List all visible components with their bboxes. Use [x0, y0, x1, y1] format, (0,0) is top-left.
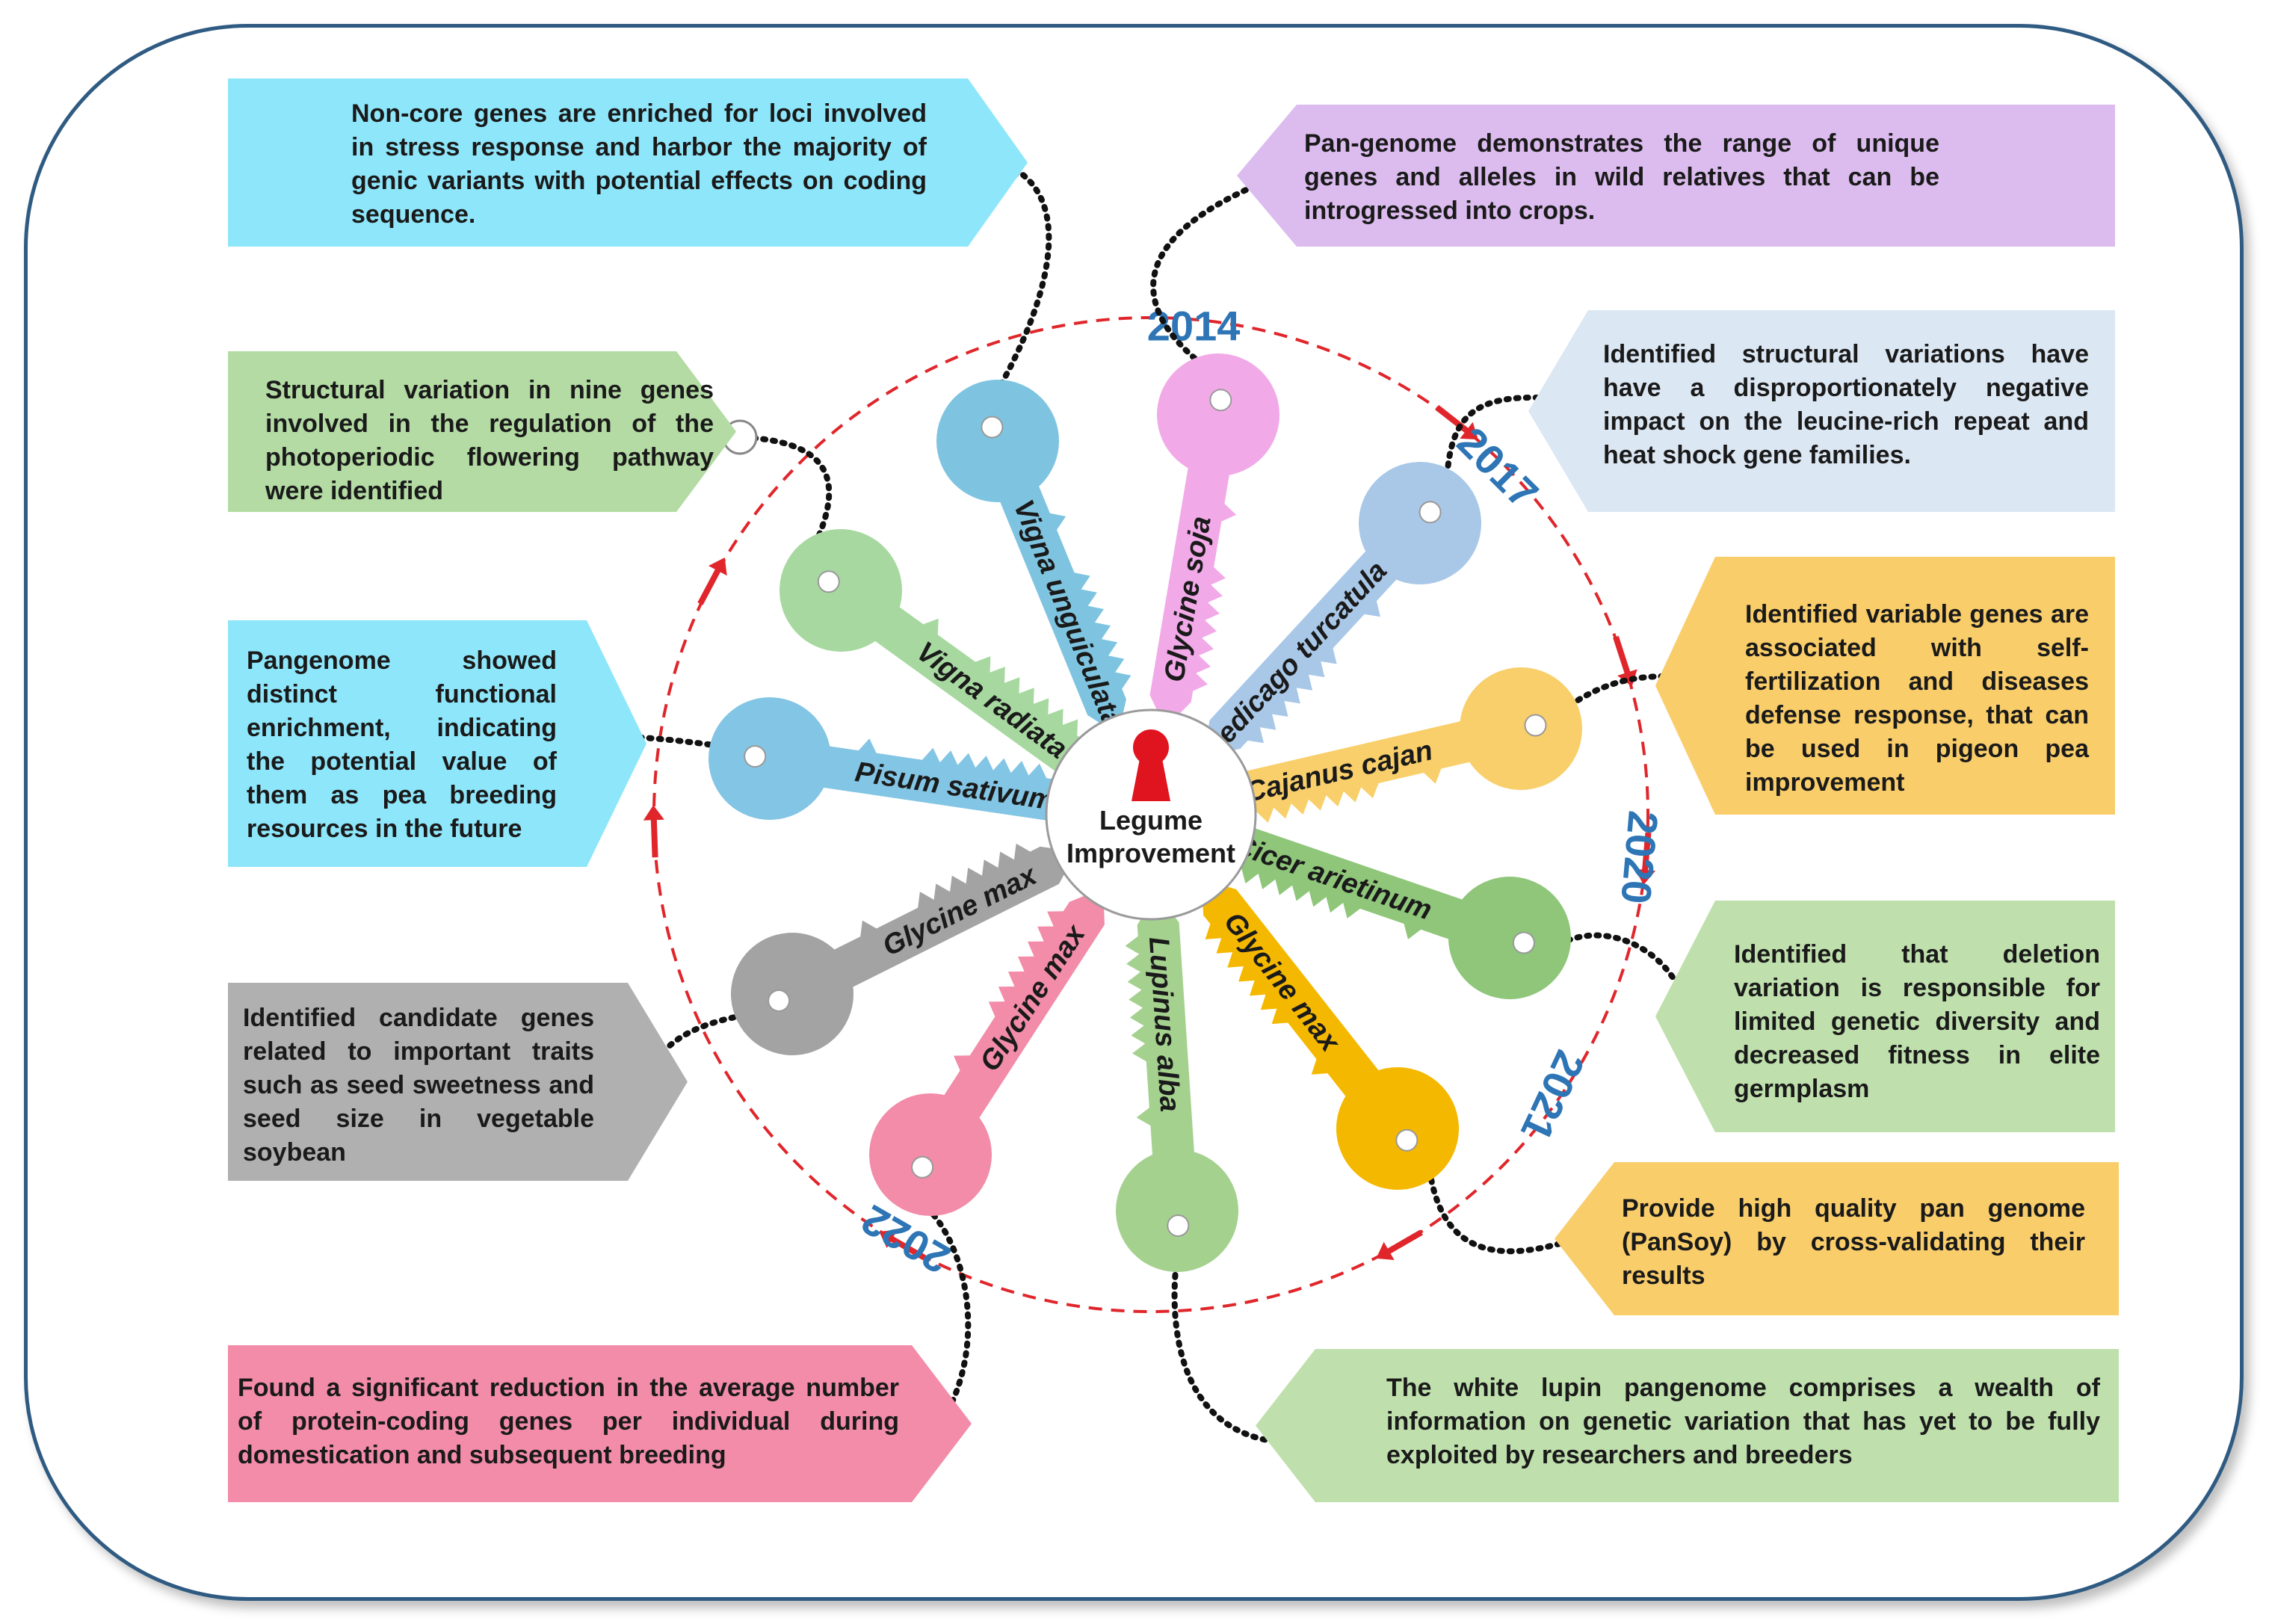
callout-box [1528, 310, 2115, 512]
callout-text-pansoy: Provide high quality pan genome (PanSoy)… [1622, 1194, 2085, 1290]
key-hole [817, 570, 840, 593]
center-label-legume: Legume [1099, 805, 1203, 836]
callout-text-vegetable-soybean: Identified candidate genes related to im… [243, 1004, 594, 1167]
key-hole [744, 745, 767, 768]
key-label-glycine-max-yellow: Glycine max [1217, 907, 1347, 1058]
year-label-2020: 2020 [1612, 809, 1667, 906]
callout-text-pea-breeding: Pangenome showed distinct functional enr… [247, 646, 557, 843]
callout-box [1655, 901, 2115, 1132]
key-hole [1512, 931, 1535, 954]
callout-box [228, 983, 688, 1181]
callout-box [1655, 557, 2115, 815]
key-hole [1418, 501, 1442, 524]
callout-box [228, 78, 1028, 247]
key-hole [981, 416, 1004, 439]
timeline-arrow [1634, 832, 1656, 885]
timeline-ring [652, 316, 1649, 1313]
keyhole-icon [1132, 729, 1170, 801]
timeline-arrow [1435, 404, 1478, 440]
timeline-arrow [1376, 1229, 1423, 1261]
timeline-arrow [643, 805, 664, 858]
callout-box [1555, 1162, 2119, 1315]
callout-box [228, 1345, 972, 1502]
key-hole [768, 989, 791, 1012]
dotted-connector [1171, 1253, 1311, 1446]
center-circle [1045, 708, 1257, 921]
key-label-glycine-max-gray: Glycine max [878, 859, 1043, 963]
year-label-2021: 2021 [1512, 1044, 1594, 1149]
dotted-connector [909, 1193, 972, 1430]
key-hole [1524, 714, 1547, 737]
key-hole [1395, 1129, 1418, 1152]
callout-text-pigeon-pea: Identified variable genes are associated… [1745, 600, 2089, 797]
callout-text-leucine-rich: Identified structural variations have ha… [1603, 340, 2089, 469]
key-lupinus-alba: Lupinus alba [1095, 889, 1243, 1276]
key-label-medicago-turcatula: Medicago turcatula [1194, 555, 1393, 767]
timeline-arrow [879, 1229, 926, 1261]
callout-box [1237, 105, 2115, 247]
dotted-connector [1424, 1148, 1599, 1255]
dotted-connector [1150, 175, 1277, 384]
key-hole [911, 1155, 934, 1179]
timeline-arrow [1613, 635, 1637, 687]
year-label-2014: 2014 [1147, 302, 1241, 349]
callout-box [1256, 1349, 2119, 1502]
timeline-arrow [697, 558, 727, 605]
callout-text-protein-coding: Found a significant reduction in the ave… [238, 1374, 899, 1469]
key-hole [1167, 1214, 1190, 1237]
callout-box [228, 351, 736, 512]
callout-text-white-lupin: The white lupin pangenome comprises a we… [1386, 1374, 2100, 1469]
callout-box [228, 620, 646, 867]
key-hole [1209, 389, 1232, 412]
dotted-connector [984, 161, 1052, 413]
dotted-connector [737, 434, 833, 556]
callout-text-noncore-genes: Non-core genes are enriched for loci inv… [351, 99, 927, 229]
callout-text-photoperiodic: Structural variation in nine genes invol… [265, 376, 714, 505]
callout-text-deletion-variation: Identified that deletion variation is re… [1734, 940, 2100, 1103]
center-label-improvement: Improvement [1066, 838, 1235, 868]
callout-text-wild-relatives: Pan-genome demonstrates the range of uni… [1304, 129, 1939, 225]
